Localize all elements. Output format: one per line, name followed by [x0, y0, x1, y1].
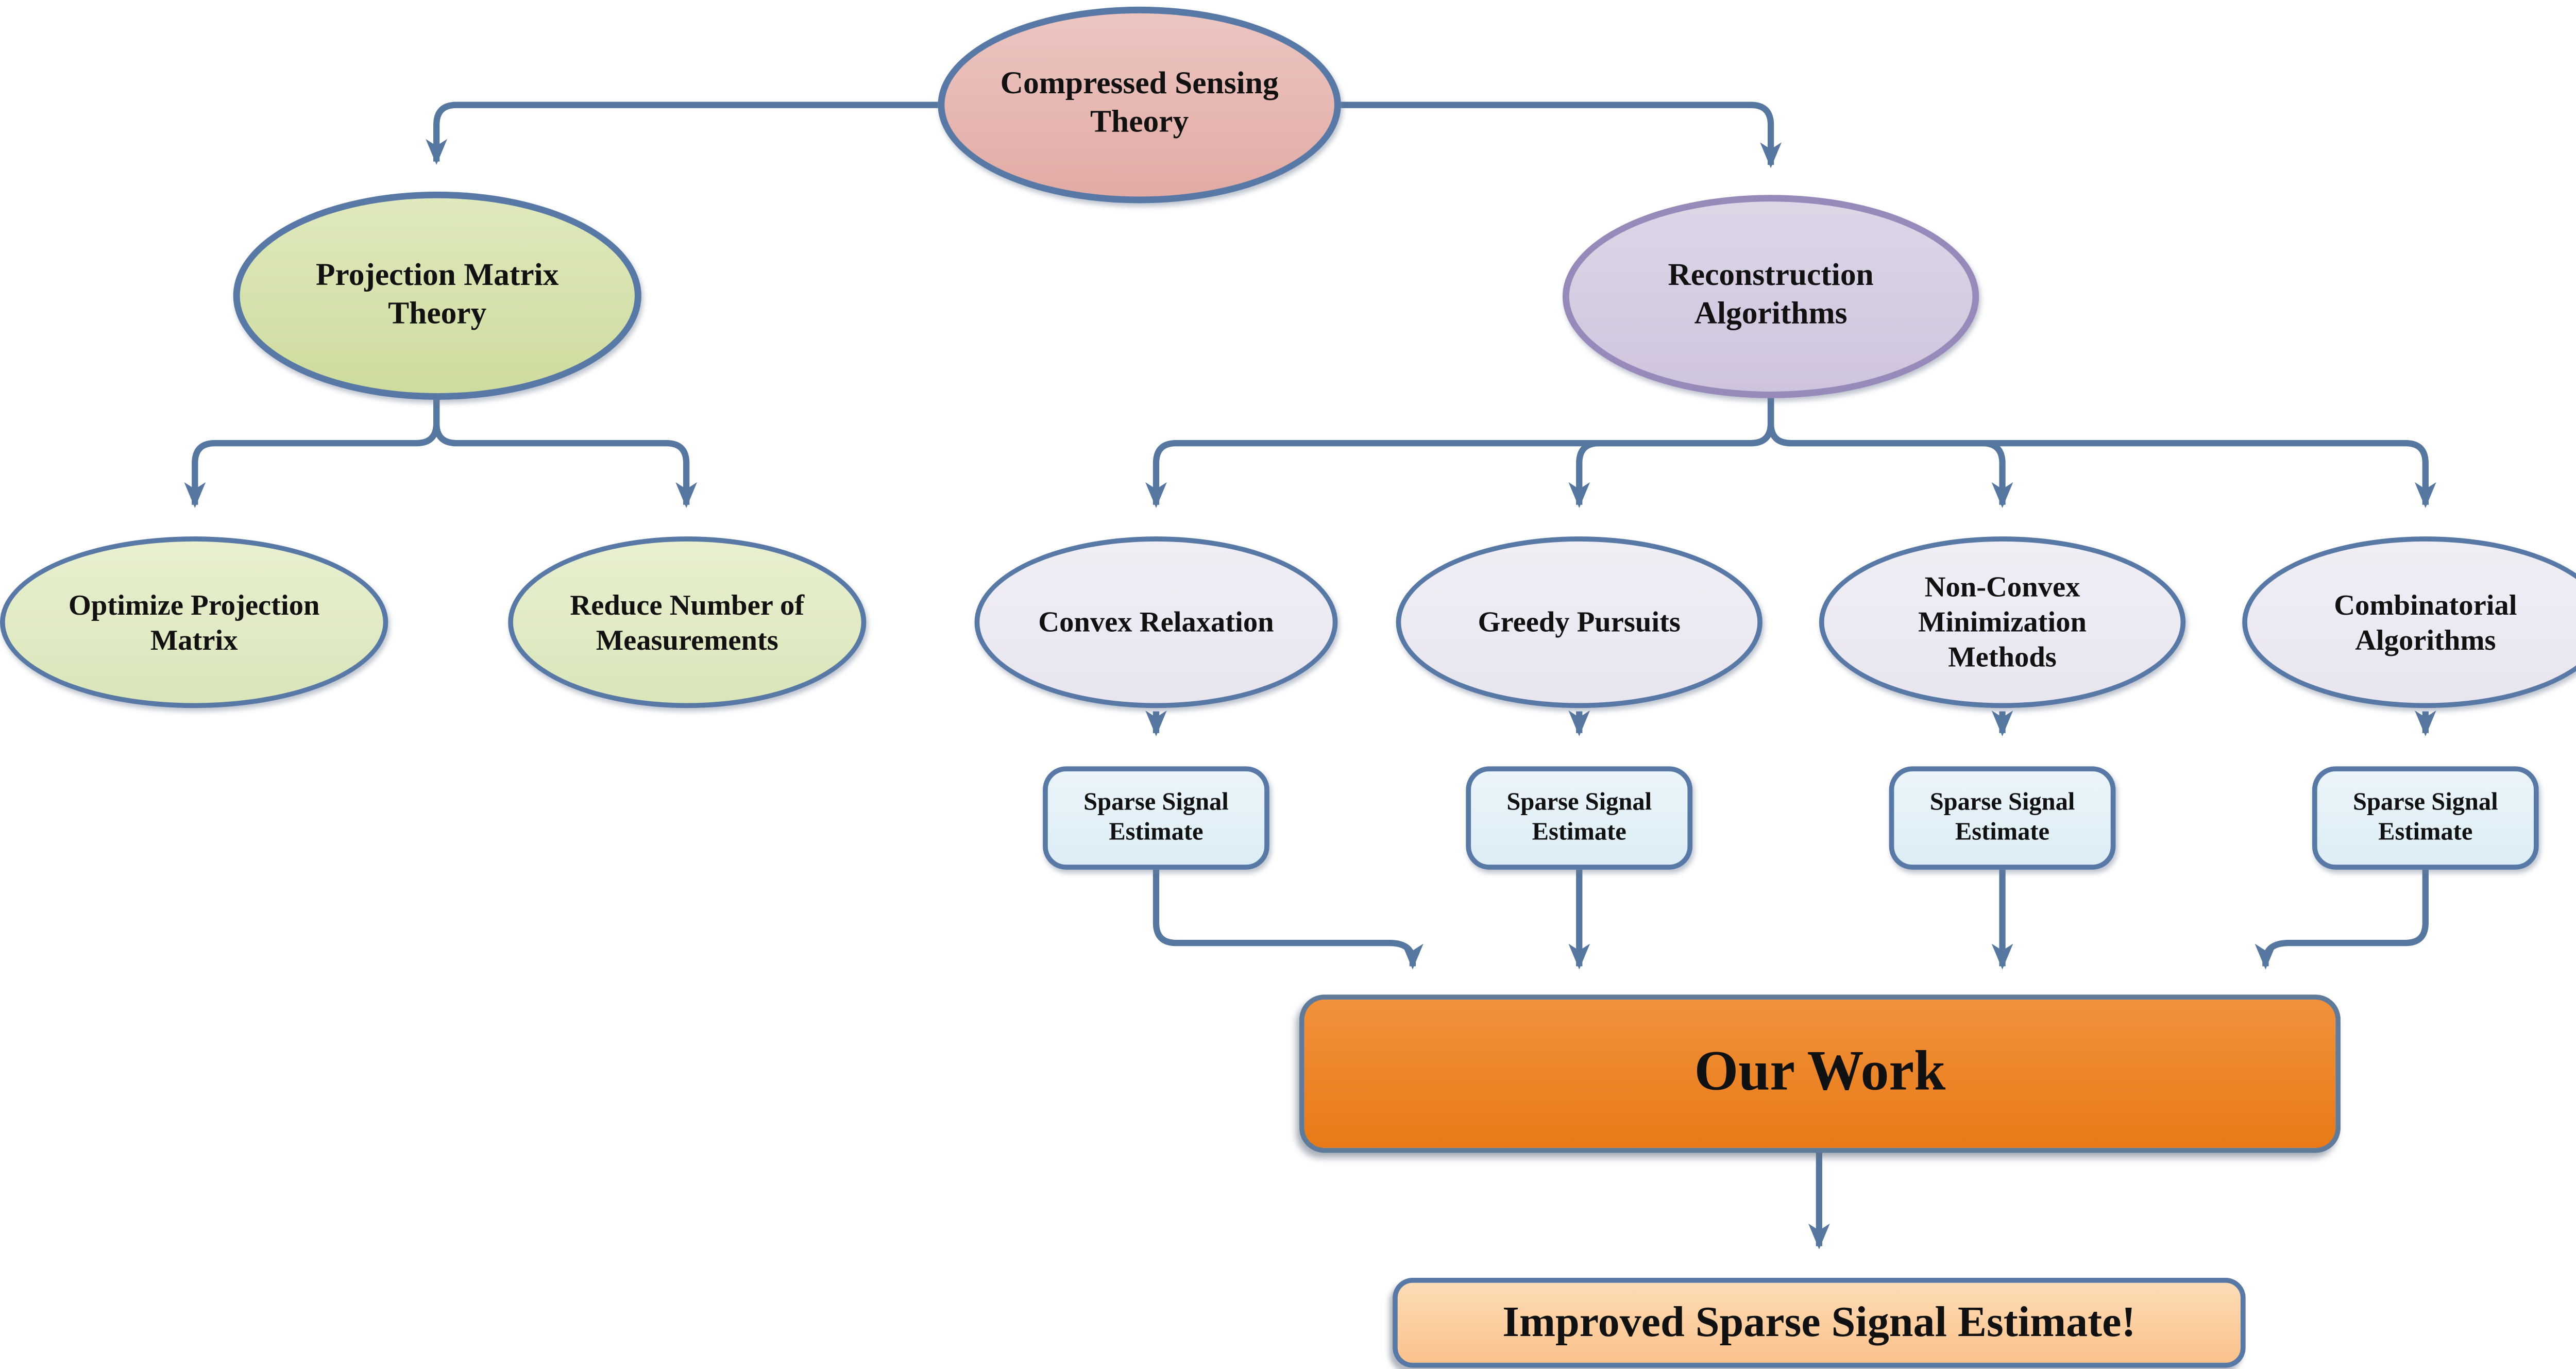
node-compressed-sensing-theory: Compressed Sensing Theory — [938, 6, 1341, 204]
node-our-work: Our Work — [1299, 994, 2341, 1153]
edge-cs-to-projection — [426, 102, 938, 165]
node-combinatorial-algorithms: Combinatorial Algorithms — [2242, 536, 2576, 708]
node-sparse-signal-estimate-nonconvex: Sparse Signal Estimate — [1889, 766, 2116, 870]
edge-reconstruction-to-nonconvex — [1767, 398, 2013, 508]
node-label: Sparse Signal Estimate — [2352, 789, 2498, 847]
node-label: Non-Convex Minimization Methods — [1918, 569, 2087, 673]
node-improved-sparse-signal-estimate: Improved Sparse Signal Estimate! — [1393, 1278, 2246, 1368]
node-label: Compressed Sensing Theory — [1000, 66, 1279, 140]
node-reconstruction-algorithms: Reconstruction Algorithms — [1562, 195, 1979, 398]
node-label: Improved Sparse Signal Estimate! — [1502, 1298, 2136, 1347]
node-label: Sparse Signal Estimate — [1083, 789, 1229, 847]
node-label: Projection Matrix Theory — [316, 258, 559, 331]
edge-cs-to-reconstruction — [1341, 102, 1782, 168]
edge-reconstruction-to-convex — [1145, 398, 1774, 508]
edge-sse-combinatorial-to-ourwork — [2255, 869, 2429, 970]
node-label: Combinatorial Algorithms — [2334, 587, 2517, 656]
node-label: Sparse Signal Estimate — [1929, 789, 2075, 847]
edge-sse-convex-to-ourwork — [1153, 869, 1423, 970]
node-projection-matrix-theory: Projection Matrix Theory — [233, 191, 641, 400]
edge-projection-to-reduce — [433, 400, 698, 508]
edge-reconstruction-to-greedy — [1568, 398, 1774, 508]
node-greedy-pursuits: Greedy Pursuits — [1396, 536, 1762, 708]
node-sparse-signal-estimate-convex: Sparse Signal Estimate — [1043, 766, 1269, 870]
node-label: Reduce Number of Measurements — [570, 587, 805, 656]
node-sparse-signal-estimate-combinatorial: Sparse Signal Estimate — [2312, 766, 2539, 870]
node-label: Sparse Signal Estimate — [1506, 789, 1652, 847]
node-optimize-projection-matrix: Optimize Projection Matrix — [0, 536, 388, 708]
node-reduce-number-of-measurements: Reduce Number of Measurements — [508, 536, 867, 708]
node-label: Convex Relaxation — [1038, 604, 1274, 638]
node-label: Our Work — [1694, 1041, 1946, 1103]
node-label: Reconstruction Algorithms — [1668, 258, 1874, 332]
edge-reconstruction-to-combinatorial — [1767, 398, 2436, 508]
node-convex-relaxation: Convex Relaxation — [974, 536, 1338, 708]
node-nonconvex-minimization-methods: Non-Convex Minimization Methods — [1819, 536, 2186, 708]
node-sparse-signal-estimate-greedy: Sparse Signal Estimate — [1466, 766, 1693, 870]
edge-projection-to-optimize — [184, 400, 440, 508]
node-label: Optimize Projection Matrix — [68, 587, 320, 656]
node-label: Greedy Pursuits — [1478, 604, 1681, 638]
